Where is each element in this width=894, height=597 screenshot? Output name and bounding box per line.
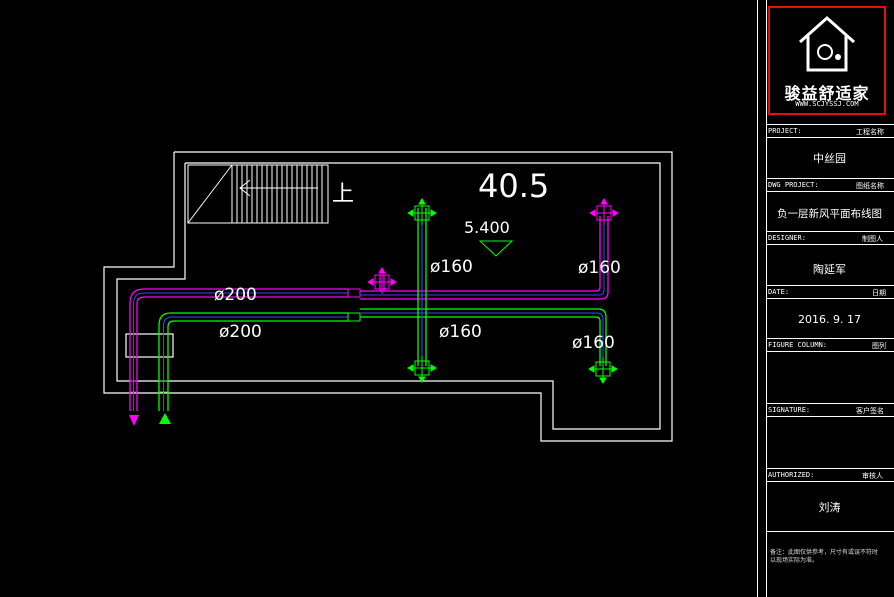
- row-divider: [766, 244, 894, 245]
- row-divider: [766, 231, 894, 232]
- dwg-label-en: DWG PROJECT:: [768, 181, 819, 189]
- row-divider: [766, 351, 894, 352]
- walls: [103, 151, 673, 442]
- duct-label-fresh-main: ø200: [219, 322, 262, 342]
- duct-label-right-top: ø160: [578, 258, 621, 278]
- logo-url: WWW.SCJYSSJ.COM: [795, 100, 859, 108]
- house-logo-icon: [799, 15, 855, 72]
- duct-label-exhaust-main: ø200: [214, 285, 257, 305]
- date-value: 2016. 9. 17: [798, 313, 861, 326]
- room-area-label: 40.5: [478, 167, 549, 205]
- diffuser-exhaust-right: [589, 198, 619, 225]
- title-block-border-left: [757, 0, 758, 597]
- date-label-en: DATE:: [768, 288, 790, 296]
- duct-label-mid-bottom: ø160: [439, 322, 482, 342]
- logo-brand: 骏益舒适家: [784, 84, 870, 103]
- diffuser-mid-top: [407, 198, 437, 225]
- diffuser-mid-bottom: [407, 356, 437, 383]
- row-divider: [766, 124, 894, 125]
- title-block-note: 备注：此图仅供参考，尺寸有或误不符时以现场实际为准。: [770, 549, 879, 564]
- exhaust-duct-system: [129, 216, 609, 411]
- dwg-value: 负一层新风平面布线图: [777, 208, 882, 220]
- row-divider: [766, 178, 894, 179]
- fresh-duct-system: [158, 308, 607, 411]
- row-divider: [766, 137, 894, 138]
- duct-label-right-bottom: ø160: [572, 333, 615, 353]
- stair-treads: [236, 165, 323, 223]
- row-divider: [766, 403, 894, 404]
- row-divider: [766, 531, 894, 532]
- authorized-label-en: AUTHORIZED:: [768, 471, 815, 479]
- designer-label-en: DESIGNER:: [768, 234, 806, 242]
- signature-label-en: SIGNATURE:: [768, 406, 811, 414]
- designer-value: 陶延军: [813, 263, 846, 276]
- mid-branch: [417, 208, 427, 366]
- row-divider: [766, 298, 894, 299]
- figure-label-en: FIGURE COLUMN:: [768, 341, 828, 349]
- designer-label-cn: 制图人: [862, 235, 883, 243]
- row-divider: [766, 191, 894, 192]
- diffuser-exhaust-left: [367, 267, 397, 294]
- row-divider: [766, 481, 894, 482]
- row-divider: [766, 416, 894, 417]
- duct-label-mid-top: ø160: [430, 257, 473, 277]
- floor-plan-drawing: 上 40.5 5.400: [103, 151, 673, 442]
- project-label-cn: 工程名称: [856, 128, 884, 136]
- authorized-value: 刘涛: [818, 501, 841, 514]
- stair: [187, 164, 329, 224]
- diffuser-fresh-right: [588, 357, 618, 384]
- erv-unit: [125, 333, 174, 358]
- project-label-en: PROJECT:: [768, 127, 802, 135]
- company-logo: 骏益舒适家 WWW.SCJYSSJ.COM: [768, 6, 886, 115]
- project-value: 中丝园: [813, 152, 846, 165]
- date-label-cn: 日期: [872, 289, 886, 297]
- row-divider: [766, 468, 894, 469]
- exhaust-outlet-arrow: [129, 415, 139, 426]
- stair-up-label: 上: [332, 182, 354, 207]
- fresh-inlet-arrow: [159, 413, 171, 424]
- row-divider: [766, 338, 894, 339]
- authorized-label-cn: 审核人: [862, 472, 883, 480]
- dwg-label-cn: 图纸名称: [856, 182, 884, 190]
- elevation-label: 5.400: [464, 218, 510, 237]
- row-divider: [766, 285, 894, 286]
- elevation-marker: [478, 240, 514, 257]
- signature-label-cn: 客户签名: [856, 407, 884, 415]
- figure-label-cn: 图列: [872, 342, 886, 350]
